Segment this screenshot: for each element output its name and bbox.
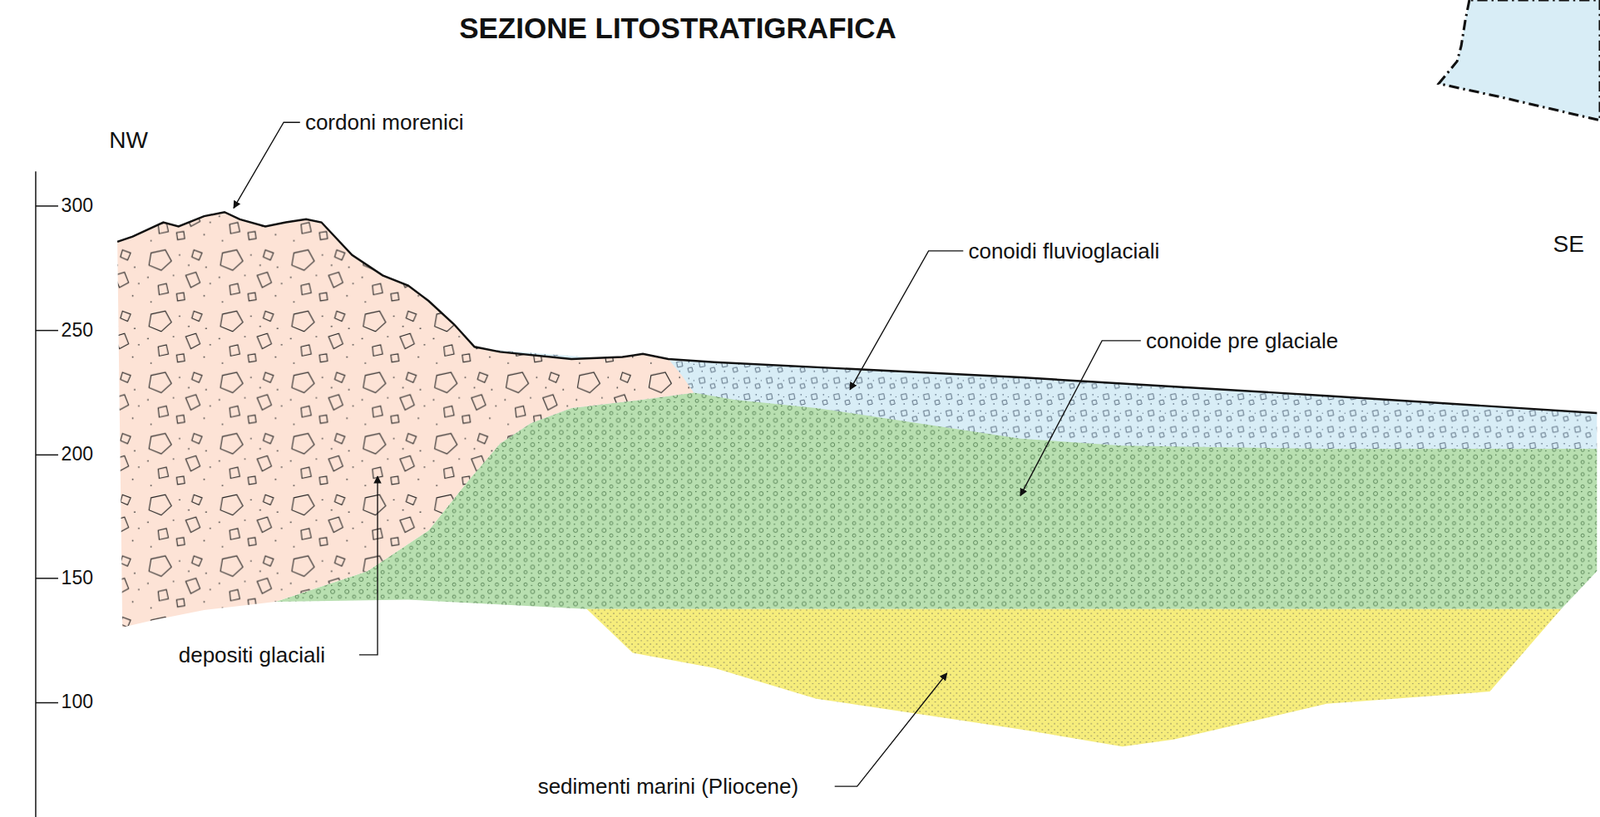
direction-label: SE — [1553, 232, 1585, 258]
layer-label: sedimenti marini (Pliocene) — [538, 775, 800, 800]
layer-label: cordoni morenici — [305, 110, 465, 135]
layer-label: conoide pre glaciale — [1145, 329, 1339, 354]
elevation-number: 250 — [61, 320, 94, 341]
layer-label: depositi glaciali — [178, 642, 326, 667]
elevation-number: 200 — [61, 444, 94, 466]
elevation-number: 100 — [61, 692, 94, 714]
layer-label: conoidi fluvioglaciali — [967, 239, 1160, 264]
elevation-axis — [35, 171, 59, 817]
marine-layer — [587, 609, 1562, 748]
leader-lines — [233, 122, 1141, 787]
ground-surface — [117, 212, 1597, 414]
elevation-number: 150 — [61, 567, 94, 589]
elevation-number: 300 — [61, 195, 94, 217]
direction-label: NW — [108, 128, 149, 154]
map-fragment — [1438, 0, 1600, 121]
title: SEZIONE LITOSTRATIGRAFICA — [459, 12, 897, 45]
glacial-layer — [117, 212, 694, 628]
